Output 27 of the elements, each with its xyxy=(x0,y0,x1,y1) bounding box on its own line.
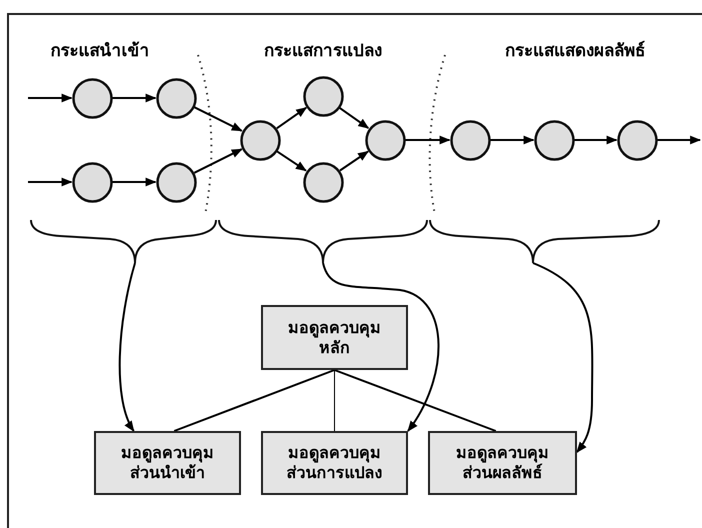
arrow xyxy=(276,106,308,130)
arrow xyxy=(112,94,157,102)
arrow xyxy=(339,107,370,129)
arrow xyxy=(112,178,157,186)
arrow xyxy=(194,148,243,174)
arrow xyxy=(276,150,307,172)
arrow xyxy=(658,136,702,144)
stream-heading: กระแสการแปลง xyxy=(264,40,382,63)
arrow xyxy=(406,136,451,144)
arrow xyxy=(28,94,73,102)
connector-line xyxy=(334,369,496,432)
module-box: มอดูลควบคุมส่วนการแปลง xyxy=(261,431,408,495)
arrow xyxy=(339,150,369,172)
arrow xyxy=(322,262,440,432)
arrow xyxy=(490,136,535,144)
connector-line xyxy=(334,370,335,432)
arrow xyxy=(194,106,243,132)
arrow xyxy=(574,136,618,144)
arrow xyxy=(28,178,73,186)
module-box: มอดูลควบคุมส่วนผลลัพธ์ xyxy=(428,431,577,495)
module-box: มอดูลควบคุมส่วนนำเข้า xyxy=(94,431,241,495)
stream-heading: กระแสแสดงผลลัพธ์ xyxy=(505,40,645,63)
arrow xyxy=(118,262,136,432)
module-box: มอดูลควบคุมหลัก xyxy=(261,305,408,370)
arrow xyxy=(532,262,594,453)
connector-line xyxy=(174,369,335,432)
stream-heading: กระแสนำเข้า xyxy=(50,40,150,63)
